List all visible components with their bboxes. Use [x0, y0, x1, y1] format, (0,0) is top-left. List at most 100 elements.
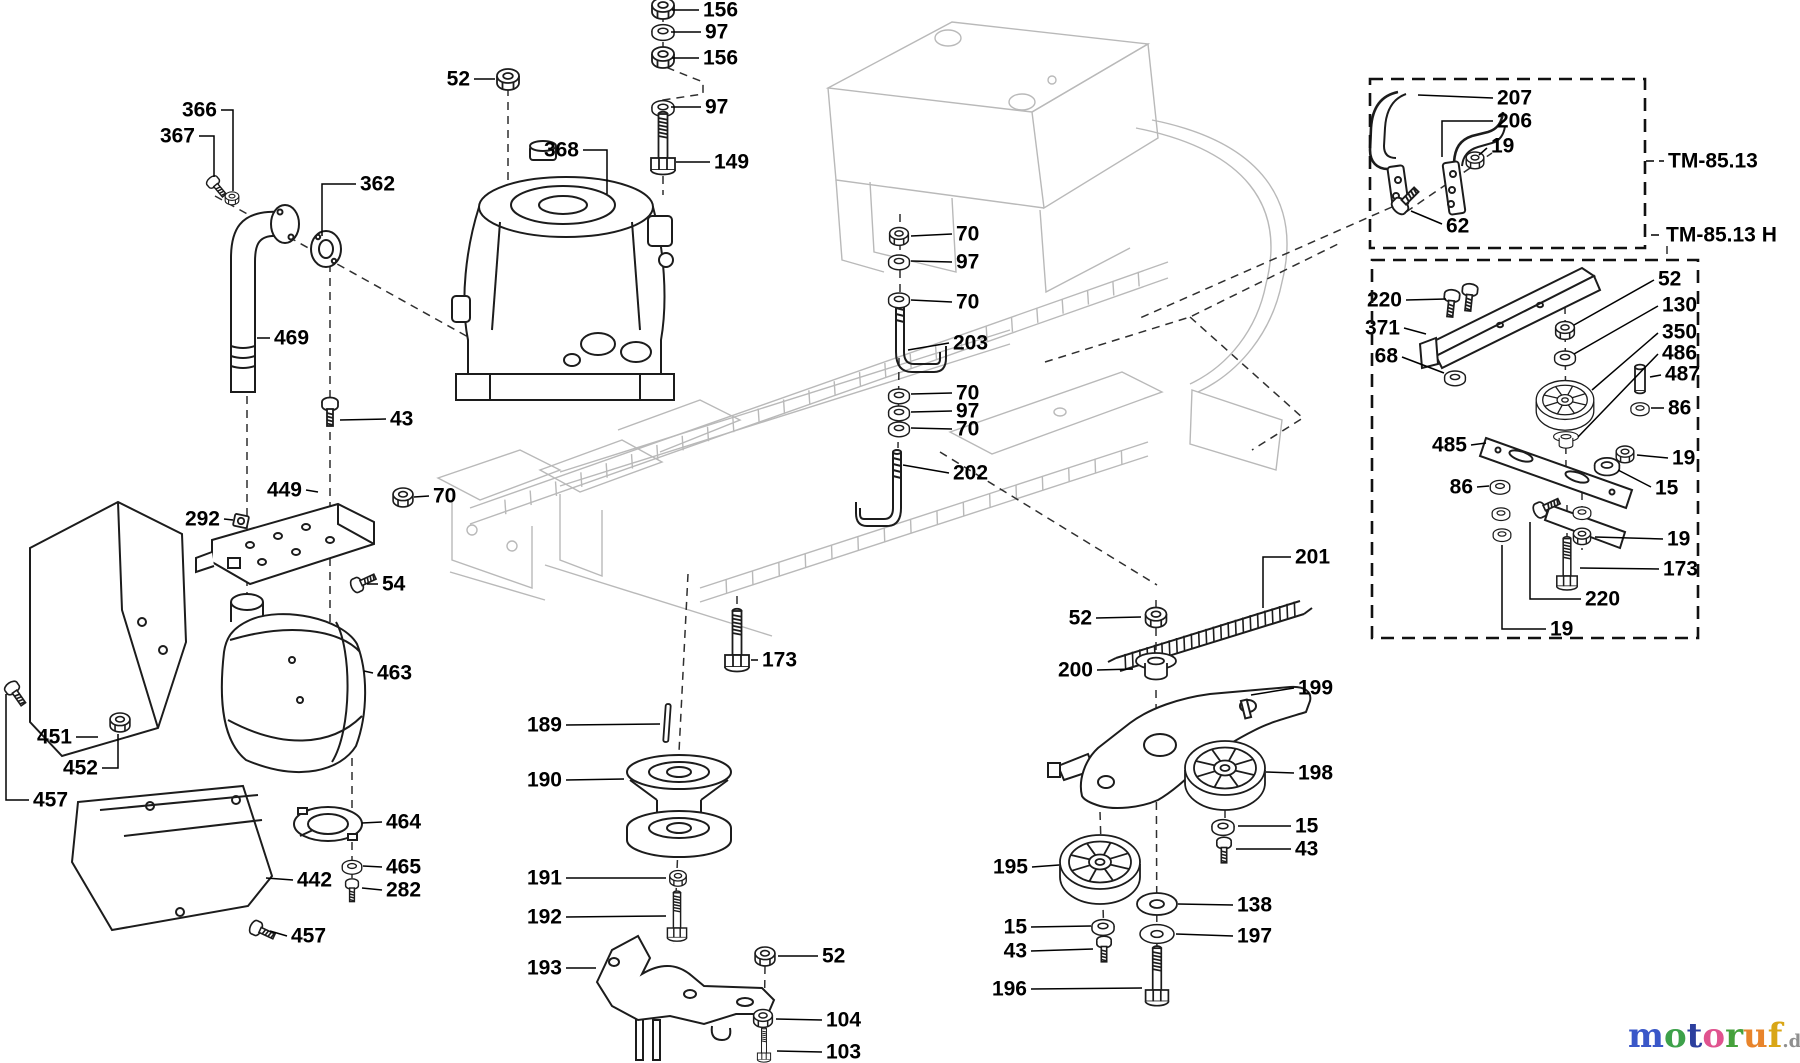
part-label-70: 70 — [956, 382, 979, 405]
exhaust-pipe-469 — [230, 204, 300, 393]
leader-43 — [339, 418, 387, 421]
leader-52 — [1573, 279, 1655, 326]
part-label-70: 70 — [956, 223, 979, 246]
part-label-366: 366 — [182, 99, 217, 122]
hatch-line — [1183, 635, 1186, 652]
part-label-487: 487 — [1665, 363, 1700, 386]
part-label-43: 43 — [1295, 838, 1318, 861]
part-label-103: 103 — [826, 1041, 861, 1063]
part-label-367: 367 — [160, 125, 195, 148]
washer-70-frame-icon — [887, 292, 911, 309]
part-label-97: 97 — [705, 21, 728, 44]
part-label-52: 52 — [1658, 268, 1681, 291]
part-label-368: 368 — [544, 139, 579, 162]
leader-138 — [1177, 903, 1234, 906]
hatch-line — [1293, 601, 1296, 618]
hatch-line — [936, 510, 939, 526]
part-label-43: 43 — [390, 408, 413, 431]
part-label-452: 452 — [63, 757, 98, 780]
part-label-195: 195 — [993, 856, 1028, 879]
double-pulley-190 — [626, 754, 732, 858]
part-label-19: 19 — [1491, 135, 1514, 158]
leader-463 — [363, 670, 374, 674]
washer-197-icon — [1139, 923, 1175, 945]
leader-350 — [1591, 332, 1659, 391]
hatch-line — [962, 501, 965, 517]
leader-485 — [1470, 442, 1487, 446]
washer-97-top-icon — [651, 23, 675, 42]
nut-452-icon — [109, 712, 131, 733]
part-label-199: 199 — [1298, 677, 1333, 700]
hatch-line — [960, 335, 963, 351]
hatch-line — [988, 493, 991, 508]
part-label-220: 220 — [1367, 289, 1402, 312]
leader-202 — [902, 464, 950, 474]
part-label-200: 200 — [1058, 659, 1093, 682]
part-label-15: 15 — [1295, 815, 1319, 838]
spacer-486-icon — [1553, 431, 1579, 449]
callout-layer: 1569715652973681493663673624694344929270… — [5, 0, 1777, 1063]
nut-104-icon — [752, 1008, 774, 1029]
hatch-line — [1168, 640, 1171, 656]
leader-43 — [1030, 948, 1094, 952]
hatch-line — [1286, 603, 1289, 620]
screw-43-198-icon — [1215, 836, 1233, 864]
part-label-190: 190 — [527, 769, 562, 792]
hatch-line — [529, 490, 532, 506]
leader-173 — [1579, 567, 1660, 570]
part-label-442: 442 — [297, 869, 332, 892]
bolt-173-spindle-icon — [1556, 535, 1578, 591]
bolt-149-icon — [650, 110, 676, 176]
leader-70 — [910, 233, 953, 237]
hatch-line — [732, 417, 735, 433]
leader-189 — [565, 723, 661, 726]
leader-486 — [1577, 353, 1659, 438]
leader-457 — [269, 930, 288, 937]
leader-457 — [5, 694, 29, 801]
j-bolt-202 — [855, 449, 902, 527]
nut-366-icon — [224, 191, 240, 206]
leader-452 — [102, 734, 119, 769]
hatch-line — [782, 399, 786, 414]
hatch-line — [833, 381, 836, 396]
leader-19 — [1594, 536, 1664, 540]
part-label-206: 206 — [1497, 110, 1532, 133]
nut-19-lower-icon — [1572, 527, 1592, 546]
part-label-52: 52 — [1069, 607, 1092, 630]
washer-19-upper-icon — [1572, 506, 1592, 521]
part-label-464: 464 — [386, 811, 421, 834]
leader-68 — [1401, 356, 1445, 374]
hatch-line — [580, 472, 583, 487]
bolt-196-icon — [1144, 945, 1170, 1007]
part-label-70: 70 — [956, 291, 979, 314]
heat-shield-451 — [29, 500, 188, 758]
leader-203 — [907, 342, 950, 351]
hatch-line — [830, 544, 833, 560]
leader-465 — [362, 865, 383, 868]
leader-70 — [910, 427, 953, 430]
part-label-156: 156 — [703, 0, 738, 22]
square-nut-292-icon — [232, 512, 250, 530]
leader-371 — [1403, 327, 1427, 335]
nut-70-bracket-icon — [392, 487, 414, 508]
part-label-15: 15 — [1655, 477, 1679, 500]
leader-15 — [1030, 925, 1092, 928]
part-label-19: 19 — [1550, 618, 1573, 641]
part-label-449: 449 — [267, 479, 302, 502]
part-label-54: 54 — [382, 573, 406, 596]
washer-465-icon — [341, 859, 363, 875]
leader-464 — [361, 821, 383, 824]
hatch-line — [751, 570, 754, 586]
hatch-line — [1067, 467, 1070, 483]
washer-97-frame-mid-icon — [887, 405, 911, 422]
motoruf-logo: motoruf.de — [1628, 1016, 1800, 1056]
leader-196 — [1030, 987, 1143, 990]
hatch-line — [1036, 308, 1039, 323]
leader-19 — [1478, 147, 1488, 156]
hatch-line — [656, 444, 659, 460]
leader-19 — [1501, 545, 1546, 630]
washer-86-right-icon — [1630, 402, 1650, 417]
leader-366 — [221, 109, 234, 191]
screw-220-a-icon — [1441, 288, 1462, 319]
part-label-463: 463 — [377, 662, 412, 685]
